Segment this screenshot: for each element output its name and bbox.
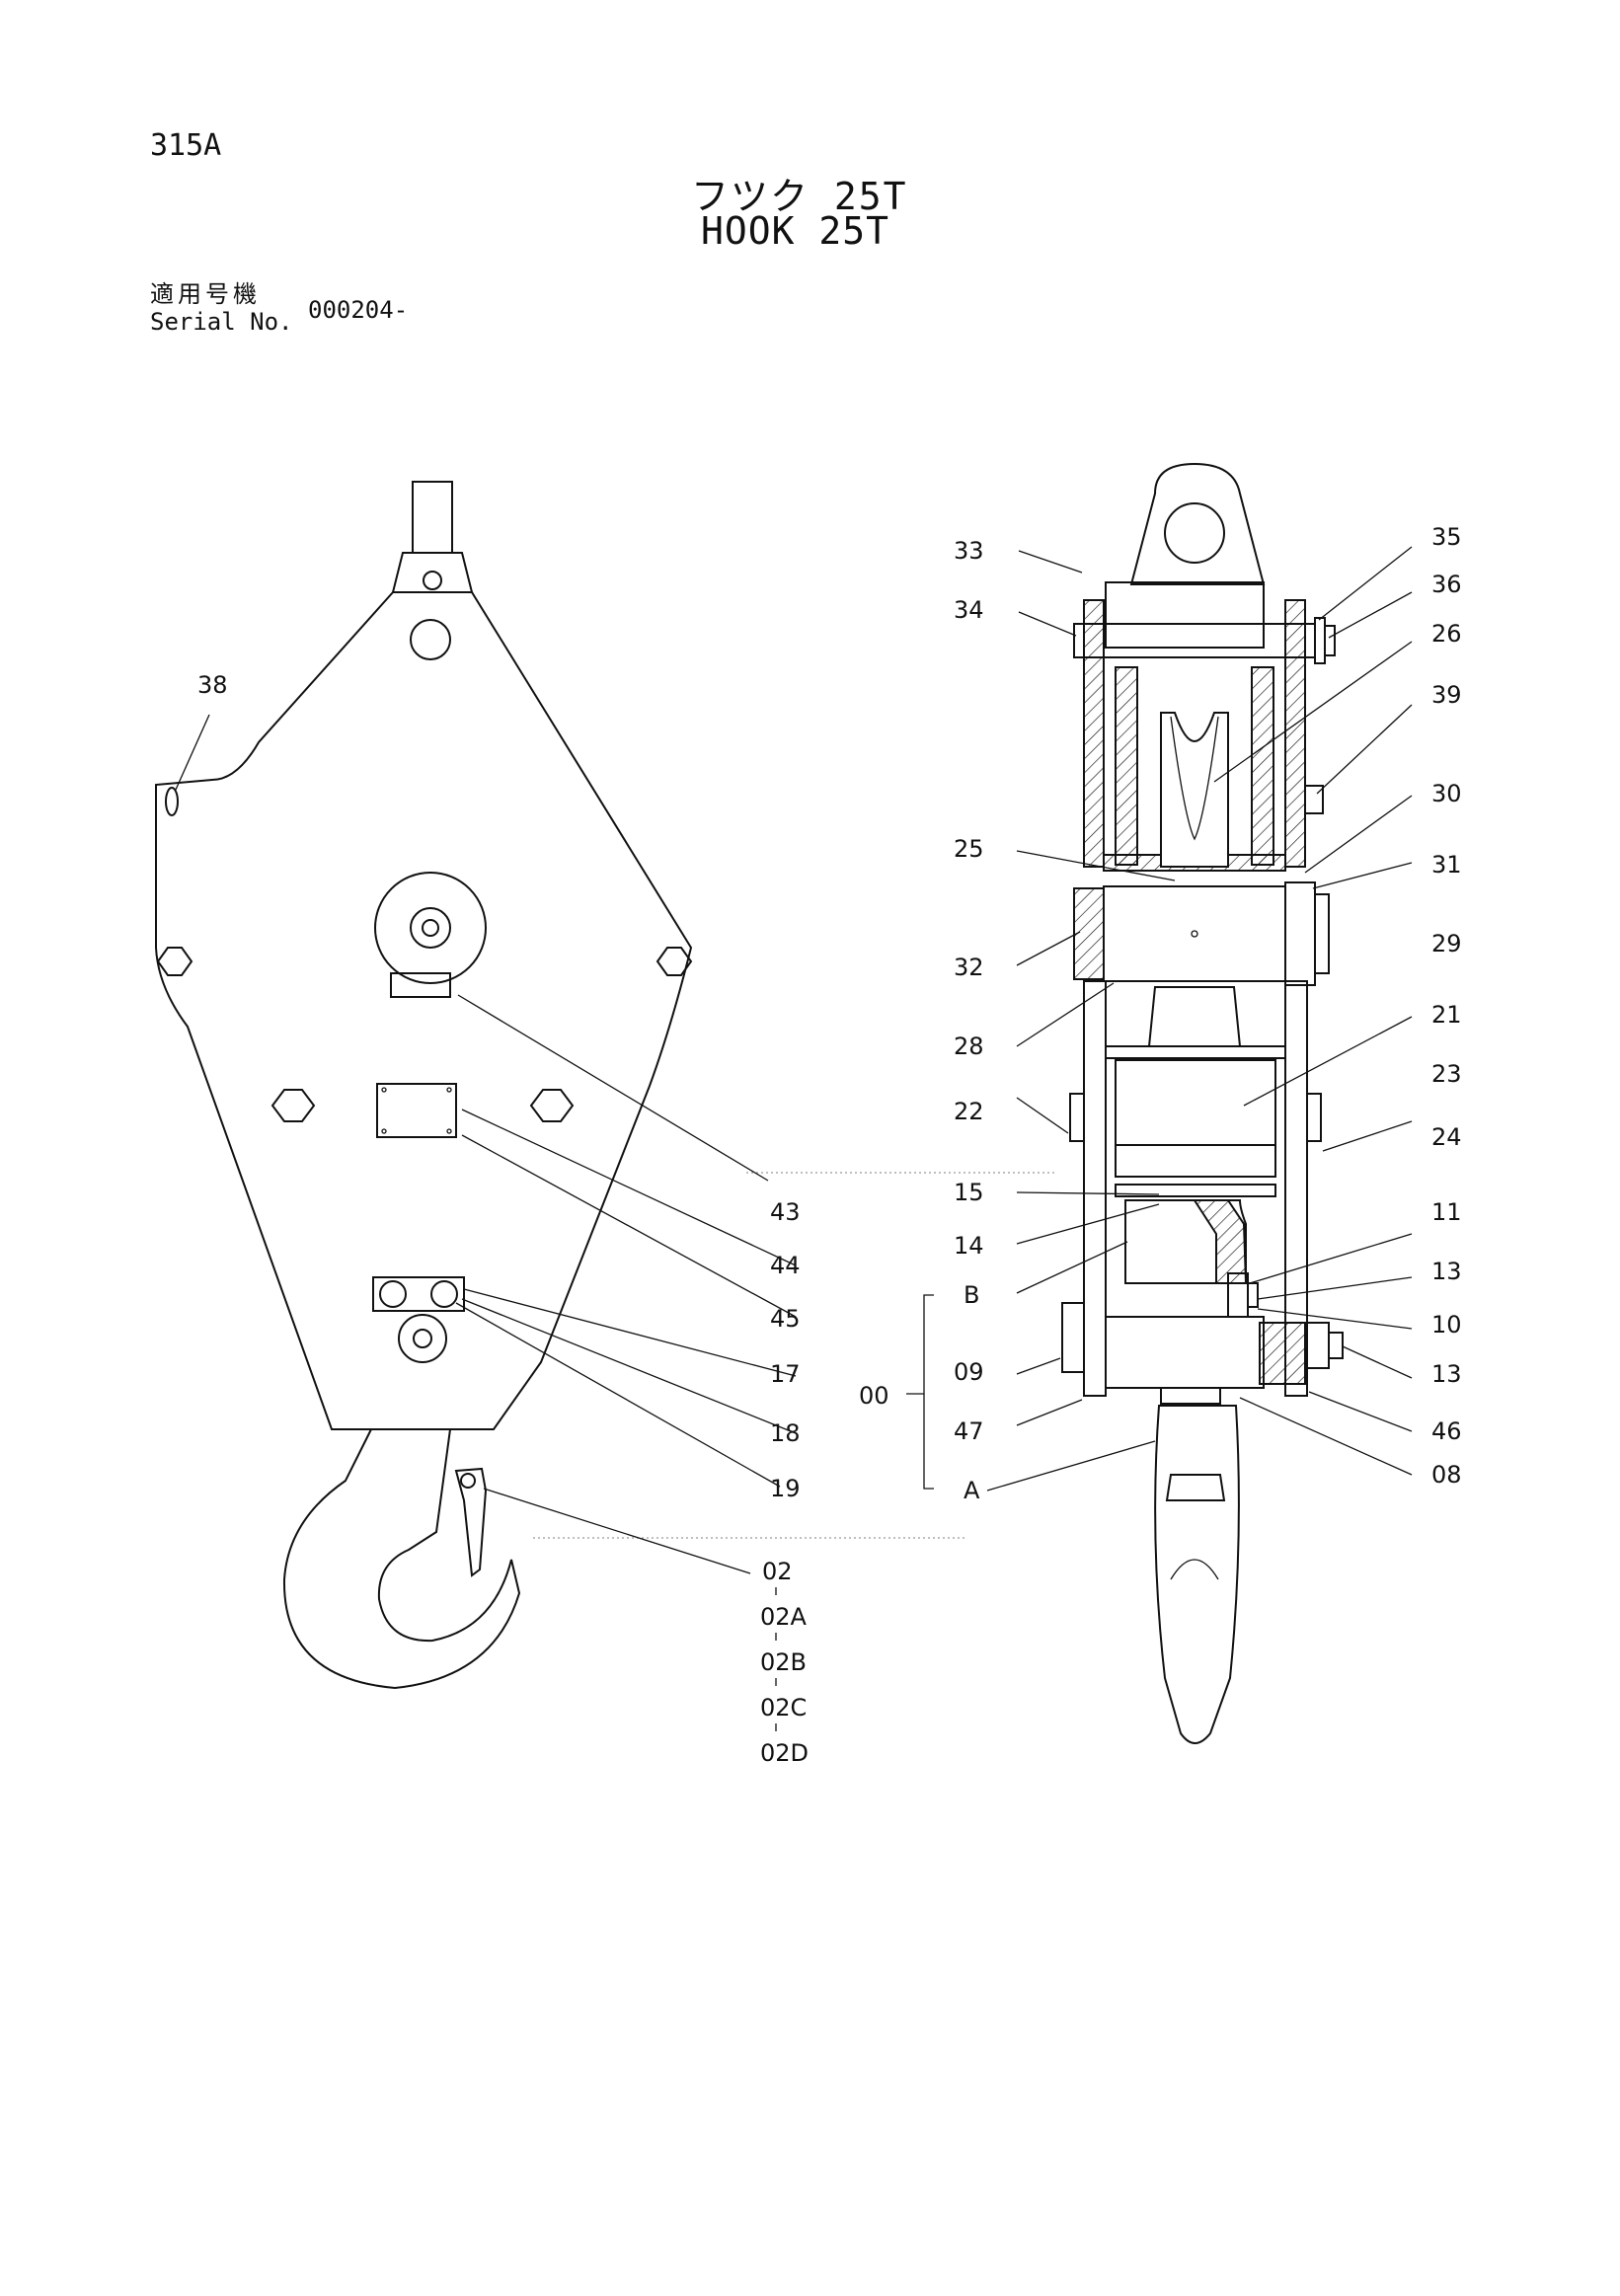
callout: 35	[1431, 523, 1462, 551]
callout: A	[964, 1477, 980, 1504]
callout: 21	[1431, 1001, 1462, 1029]
hook-latch	[454, 1467, 488, 1577]
callout: 25	[954, 835, 984, 863]
callout: 10	[1431, 1311, 1462, 1339]
callout: 36	[1431, 571, 1462, 598]
callout: 28	[954, 1033, 984, 1060]
callout: 30	[1431, 780, 1462, 807]
section-view	[1061, 462, 1344, 1744]
serial-number-value: 000204-	[308, 296, 409, 324]
callout: 43	[770, 1198, 801, 1226]
callout: 33	[954, 537, 984, 565]
callout: 02	[762, 1558, 793, 1585]
callout: 14	[954, 1232, 984, 1260]
side-plate-outline	[155, 591, 693, 1430]
callout: 17	[770, 1360, 801, 1388]
page-code: 315A	[150, 128, 222, 163]
callout: 24	[1431, 1123, 1462, 1151]
callouts-right: 33 34 35 36 26 39 30 31 25 29 32 28 21 2…	[859, 523, 1462, 1504]
callout: 31	[1431, 851, 1462, 879]
callout: 45	[770, 1305, 801, 1333]
callout: 02D	[760, 1739, 809, 1767]
callout: 02A	[760, 1603, 808, 1631]
callout: 47	[954, 1417, 984, 1445]
title-japanese: フツク 25T	[691, 175, 908, 218]
hook-body	[282, 1428, 521, 1690]
callout: 39	[1431, 681, 1462, 709]
serial-label-english: Serial No.	[150, 308, 293, 336]
leader-lines	[175, 546, 1413, 1731]
callout: 38	[197, 671, 228, 699]
hook-shank-side	[1154, 1405, 1240, 1744]
title-english: HOOK 25T	[701, 209, 890, 253]
callout: 15	[954, 1179, 984, 1206]
callout: 02C	[760, 1694, 807, 1722]
callout: 00	[859, 1382, 889, 1410]
callout: 23	[1431, 1060, 1462, 1088]
callout: 26	[1431, 620, 1462, 648]
callout: 13	[1431, 1360, 1462, 1388]
callout: 34	[954, 596, 984, 624]
callout: 09	[954, 1358, 984, 1386]
callout: 13	[1431, 1258, 1462, 1285]
callout: 22	[954, 1098, 984, 1125]
callout: 19	[770, 1475, 801, 1502]
callout: 08	[1431, 1461, 1462, 1489]
front-view	[155, 481, 693, 1690]
callout: 18	[770, 1419, 801, 1447]
callout: B	[964, 1281, 979, 1309]
callout: 29	[1431, 930, 1462, 957]
callout: 02B	[760, 1648, 807, 1676]
callout: 32	[954, 954, 984, 981]
callout: 46	[1431, 1417, 1462, 1445]
callout: 44	[770, 1252, 801, 1279]
callout: 11	[1431, 1198, 1462, 1226]
serial-label-japanese: 適用号機	[150, 280, 261, 308]
callouts-left: 38 43 44 45 17 18 19 02 02A 02B 02C 02D	[197, 671, 809, 1767]
